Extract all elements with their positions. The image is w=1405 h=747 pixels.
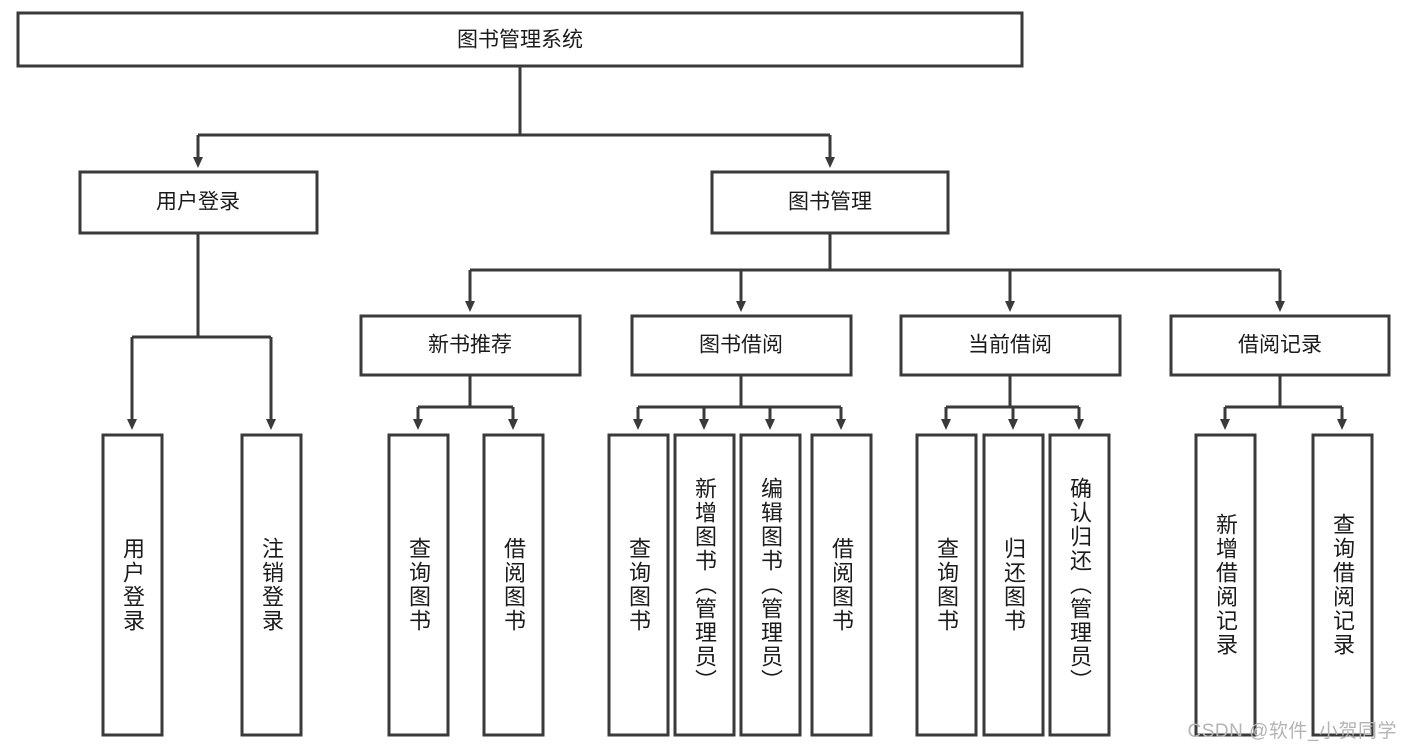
leaf-box-borrow-record-2[interactable]: [1311, 433, 1374, 737]
leaf-box-new-book-1[interactable]: [387, 433, 450, 737]
node-book-manage-label: 图书管理: [788, 191, 872, 214]
nodes: 图书管理系统 用户登录 图书管理 新书推荐 图书借阅 当前借阅 借阅记录: [16, 11, 1391, 737]
node-borrow-record-label: 借阅记录: [1238, 334, 1322, 357]
leaf-box-book-borrow-4[interactable]: [810, 433, 873, 737]
leaf-box-user-login-2[interactable]: [240, 433, 303, 737]
node-book-borrow-label: 图书借阅: [699, 334, 783, 357]
leaf-box-book-borrow-1[interactable]: [607, 433, 670, 737]
leaf-box-user-login-1[interactable]: [101, 433, 164, 737]
node-current-borrow-label: 当前借阅: [968, 334, 1052, 357]
node-new-book-box[interactable]: [359, 314, 582, 377]
leaf-box-current-borrow-2[interactable]: [982, 433, 1045, 737]
node-new-book-label: 新书推荐: [428, 334, 512, 357]
leaf-box-current-borrow-1[interactable]: [915, 433, 978, 737]
node-book-borrow-box[interactable]: [630, 314, 853, 377]
leaf-box-current-borrow-3[interactable]: [1048, 433, 1111, 737]
leaf-box-borrow-record-1[interactable]: [1194, 433, 1257, 737]
node-user-login-box[interactable]: [78, 170, 319, 235]
leaf-box-book-borrow-3[interactable]: [739, 433, 802, 737]
node-root-box[interactable]: [16, 11, 1024, 68]
leaf-box-new-book-2[interactable]: [482, 433, 545, 737]
node-borrow-record-box[interactable]: [1169, 314, 1391, 377]
connectors: [127, 66, 1347, 430]
node-root-label: 图书管理系统: [457, 29, 583, 52]
node-book-manage-box[interactable]: [710, 170, 950, 235]
node-user-login-label: 用户登录: [156, 191, 240, 214]
node-current-borrow-box[interactable]: [899, 314, 1122, 377]
leaf-box-book-borrow-2[interactable]: [673, 433, 736, 737]
